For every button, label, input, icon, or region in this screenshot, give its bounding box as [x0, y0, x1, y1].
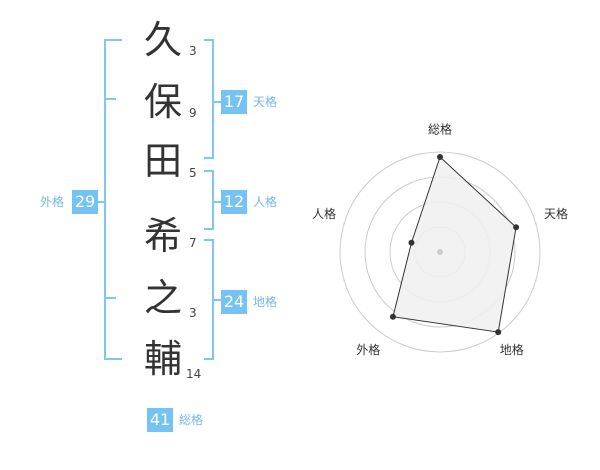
soukaku-value: 41	[147, 408, 173, 432]
name-char-4: 希	[143, 214, 182, 258]
radar-point-5	[408, 239, 415, 246]
gaikaku-value: 29	[72, 190, 98, 214]
stroke-count-6: 14	[186, 367, 202, 381]
name-char-3: 田	[143, 139, 182, 183]
radar-axis-label-3: 地格	[500, 342, 524, 357]
stroke-count-2: 9	[189, 106, 197, 120]
chikaku-value: 24	[221, 290, 247, 314]
jinkaku-label: 人格	[253, 195, 278, 209]
radar-center-dot	[437, 249, 443, 255]
soukaku-label: 総格	[179, 413, 204, 427]
radar-point-1	[437, 154, 443, 160]
name-char-5: 之	[143, 276, 182, 320]
jinkaku-value: 12	[221, 190, 247, 214]
radar-point-3	[495, 329, 502, 336]
radar-axis-label-4: 外格	[356, 342, 380, 357]
chikaku-label: 地格	[253, 295, 278, 309]
stroke-count-4: 7	[189, 236, 197, 250]
radar-ring-4	[339, 151, 541, 353]
name-char-1: 久	[143, 18, 182, 62]
stroke-count-5: 3	[189, 306, 197, 320]
radar-axis-label-1: 総格	[428, 122, 452, 137]
radar-point-2	[513, 224, 520, 231]
name-char-6: 輔	[143, 337, 182, 381]
name-char-2: 保	[143, 80, 182, 124]
radar-polygon	[392, 156, 517, 333]
stroke-count-3: 5	[189, 166, 197, 180]
radar-axis-label-2: 天格	[544, 206, 568, 221]
radar-point-4	[389, 313, 396, 320]
tenkaku-value: 17	[221, 90, 247, 114]
gaikaku-label: 外格	[40, 195, 65, 209]
stroke-count-1: 3	[189, 44, 197, 58]
radar-axis-label-5: 人格	[312, 206, 336, 221]
tenkaku-label: 天格	[253, 95, 278, 109]
